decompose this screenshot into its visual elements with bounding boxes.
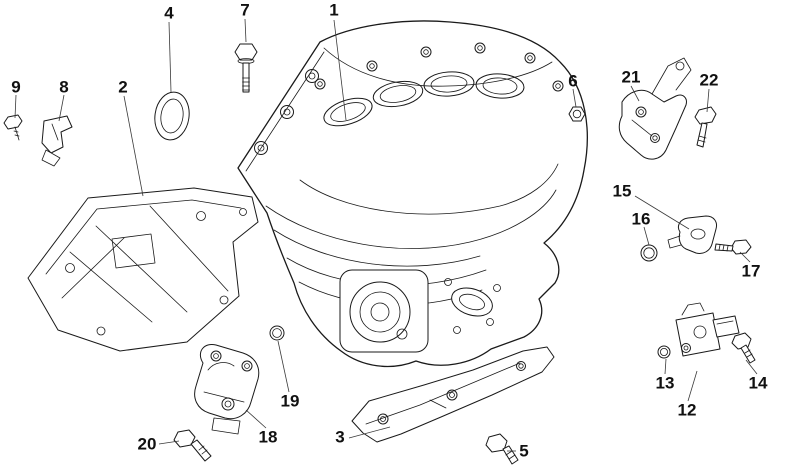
part-vent-valve-drawing <box>667 215 717 254</box>
part-profile-gasket-drawing <box>154 91 190 141</box>
part-sensor-12-drawing <box>675 302 740 357</box>
part-support-bracket-18-drawing <box>194 343 260 435</box>
part-bolt-5-drawing <box>485 433 519 465</box>
callout-2[interactable]: 2 <box>118 77 128 97</box>
part-o-ring-13-drawing <box>657 345 671 359</box>
callout-3[interactable]: 3 <box>335 427 345 447</box>
callout-22[interactable]: 22 <box>699 70 719 90</box>
part-intake-manifold-drawing <box>237 20 588 368</box>
callout-9[interactable]: 9 <box>11 77 21 97</box>
callout-18[interactable]: 18 <box>258 427 278 447</box>
part-screw-17-drawing <box>714 239 752 255</box>
callout-16[interactable]: 16 <box>631 209 651 229</box>
callout-5[interactable]: 5 <box>519 441 529 461</box>
callout-7[interactable]: 7 <box>240 0 250 20</box>
callout-8[interactable]: 8 <box>59 77 69 97</box>
part-o-ring-19-drawing <box>269 325 285 341</box>
callout-21[interactable]: 21 <box>621 67 641 87</box>
part-carrier-plate-drawing <box>27 187 259 352</box>
callout-4[interactable]: 4 <box>164 3 174 23</box>
part-support-strut-3-drawing <box>351 346 555 443</box>
part-screw-9-drawing <box>3 114 23 141</box>
callout-1[interactable]: 1 <box>329 0 339 20</box>
callout-14[interactable]: 14 <box>748 373 768 393</box>
part-vent-hose-drawing <box>696 0 767 234</box>
part-bracket-21-drawing <box>618 57 692 160</box>
callout-13[interactable]: 13 <box>655 373 675 393</box>
callout-12[interactable]: 12 <box>677 400 697 420</box>
part-nut-6-drawing <box>568 106 586 122</box>
part-bolt-20-drawing <box>173 429 212 462</box>
part-holder-8-drawing <box>41 115 73 167</box>
callout-17[interactable]: 17 <box>741 261 761 281</box>
part-bolt-7-drawing <box>234 43 258 93</box>
part-screw-14-drawing <box>731 332 756 364</box>
callout-6[interactable]: 6 <box>568 71 578 91</box>
callout-19[interactable]: 19 <box>280 391 300 411</box>
leader-lines <box>14 18 758 452</box>
callout-15[interactable]: 15 <box>612 181 632 201</box>
callout-20[interactable]: 20 <box>137 434 157 454</box>
part-o-ring-16-drawing <box>640 244 658 262</box>
part-screw-22-drawing <box>694 106 717 148</box>
